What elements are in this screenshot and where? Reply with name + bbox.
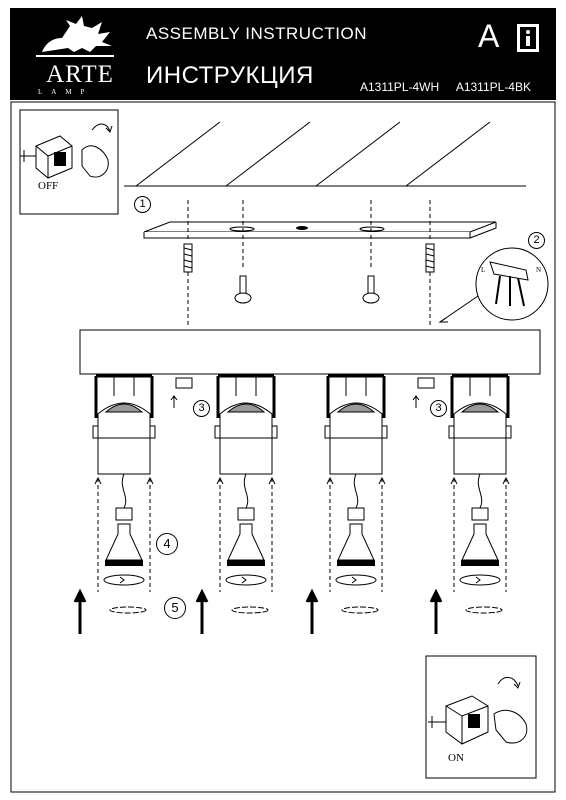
step-5-marker: 5	[164, 597, 186, 619]
language-letter: A	[478, 18, 500, 54]
bulb-icon	[105, 560, 143, 566]
bulb-icon	[105, 523, 143, 561]
spotlight-bracket	[450, 374, 510, 418]
brand-name: ARTE	[46, 61, 114, 88]
spotlight-knob	[324, 425, 331, 439]
model-numbers: A1311PL-4WH A1311PL-4BK	[360, 80, 545, 94]
spotlight-knob	[92, 425, 99, 439]
title-russian: ИНСТРУКЦИЯ	[146, 62, 314, 89]
wiring-detail	[438, 247, 549, 323]
guide-arrow	[326, 476, 386, 485]
spotlight-bracket	[469, 376, 491, 396]
guide-line	[329, 478, 383, 592]
bulb-icon	[461, 560, 499, 566]
bulb-icon	[461, 523, 499, 561]
spotlight-lens	[336, 403, 376, 413]
lamp-socket	[115, 507, 133, 521]
rotate-arrow-icon	[225, 574, 267, 586]
spotlight-bracket	[94, 374, 154, 418]
spotlight-bracket	[345, 376, 367, 396]
spotlight-lens	[460, 403, 500, 413]
lamp-socket	[347, 507, 365, 521]
guide-arrow	[450, 476, 510, 485]
glass-disc	[231, 606, 269, 614]
off-label: OFF	[38, 180, 59, 192]
glass-disc	[109, 606, 147, 614]
guide-line	[453, 478, 507, 592]
lamp-wire	[243, 473, 249, 509]
up-arrow-icon	[429, 588, 443, 634]
rotate-arrow-icon	[119, 576, 125, 584]
rotate-arrow-icon	[475, 576, 481, 584]
up-arrow-icon	[195, 588, 209, 634]
glass-disc	[465, 606, 503, 614]
end-cap	[417, 377, 435, 389]
model-number: A1311PL-4BK	[455, 80, 531, 94]
rotate-arrow-icon	[335, 574, 377, 586]
title-english: ASSEMBLY INSTRUCTION	[146, 24, 367, 43]
switch-off-panel	[19, 109, 119, 215]
spotlight-bracket	[113, 376, 135, 396]
spotlight-knob	[214, 425, 221, 439]
lamp-wire	[353, 473, 359, 509]
switch-on-panel	[425, 655, 537, 779]
header-band: ARTE LAMP ASSEMBLY INSTRUCTION ИНСТРУКЦИ…	[10, 8, 556, 100]
spotlight-group	[73, 374, 512, 634]
logo-griffin-icon	[36, 16, 114, 57]
spotlight-bracket	[326, 374, 386, 418]
spotlight-knob	[505, 425, 512, 439]
hand-icon	[493, 709, 528, 744]
spotlight-knob	[149, 425, 156, 439]
on-label: ON	[448, 752, 464, 764]
bulb-icon	[337, 560, 375, 566]
hand-icon	[81, 145, 109, 178]
step-3-marker: 3	[193, 400, 210, 417]
ceiling	[124, 121, 526, 187]
up-arrow-icon	[73, 588, 87, 634]
screw-icon	[183, 243, 435, 304]
guide-arrow	[94, 476, 154, 485]
rotate-arrow-icon	[459, 574, 501, 586]
lamp-wire	[121, 473, 127, 509]
bulb-icon	[337, 523, 375, 561]
model-number: A1311PL-4WH	[360, 80, 440, 94]
spotlight-lens	[226, 403, 266, 413]
canopy-body	[79, 329, 541, 375]
spotlight-bracket	[216, 374, 276, 418]
step-4-marker: 4	[156, 533, 178, 555]
guide-line	[219, 478, 273, 592]
up-arrow-icon	[305, 588, 319, 634]
rotate-arrow-icon	[351, 576, 357, 584]
bulb-icon	[227, 523, 265, 561]
guide-line	[97, 478, 151, 592]
info-book-icon	[517, 24, 539, 52]
step-1-marker: 1	[134, 196, 151, 213]
wire-label-l: L	[481, 266, 486, 274]
up-arrow-icon	[170, 395, 178, 408]
step-3-marker: 3	[430, 400, 447, 417]
mounting-bracket	[143, 221, 497, 239]
spotlight-bracket	[235, 376, 257, 396]
lamp-socket	[471, 507, 489, 521]
guide-arrow	[216, 476, 276, 485]
spotlight-knob	[448, 425, 455, 439]
brand-subtitle: LAMP	[38, 88, 94, 96]
rotate-arrow-icon	[241, 576, 247, 584]
step-2-marker: 2	[528, 232, 545, 249]
up-arrow-icon	[412, 395, 420, 408]
bulb-icon	[227, 560, 265, 566]
lamp-wire	[477, 473, 483, 509]
end-cap	[175, 377, 193, 389]
rotate-arrow-icon	[103, 574, 145, 586]
glass-disc	[341, 606, 379, 614]
wire-label-n: N	[536, 266, 542, 274]
lamp-socket	[237, 507, 255, 521]
spotlight-knob	[271, 425, 278, 439]
spotlight-knob	[381, 425, 388, 439]
spotlight-lens	[104, 403, 144, 413]
